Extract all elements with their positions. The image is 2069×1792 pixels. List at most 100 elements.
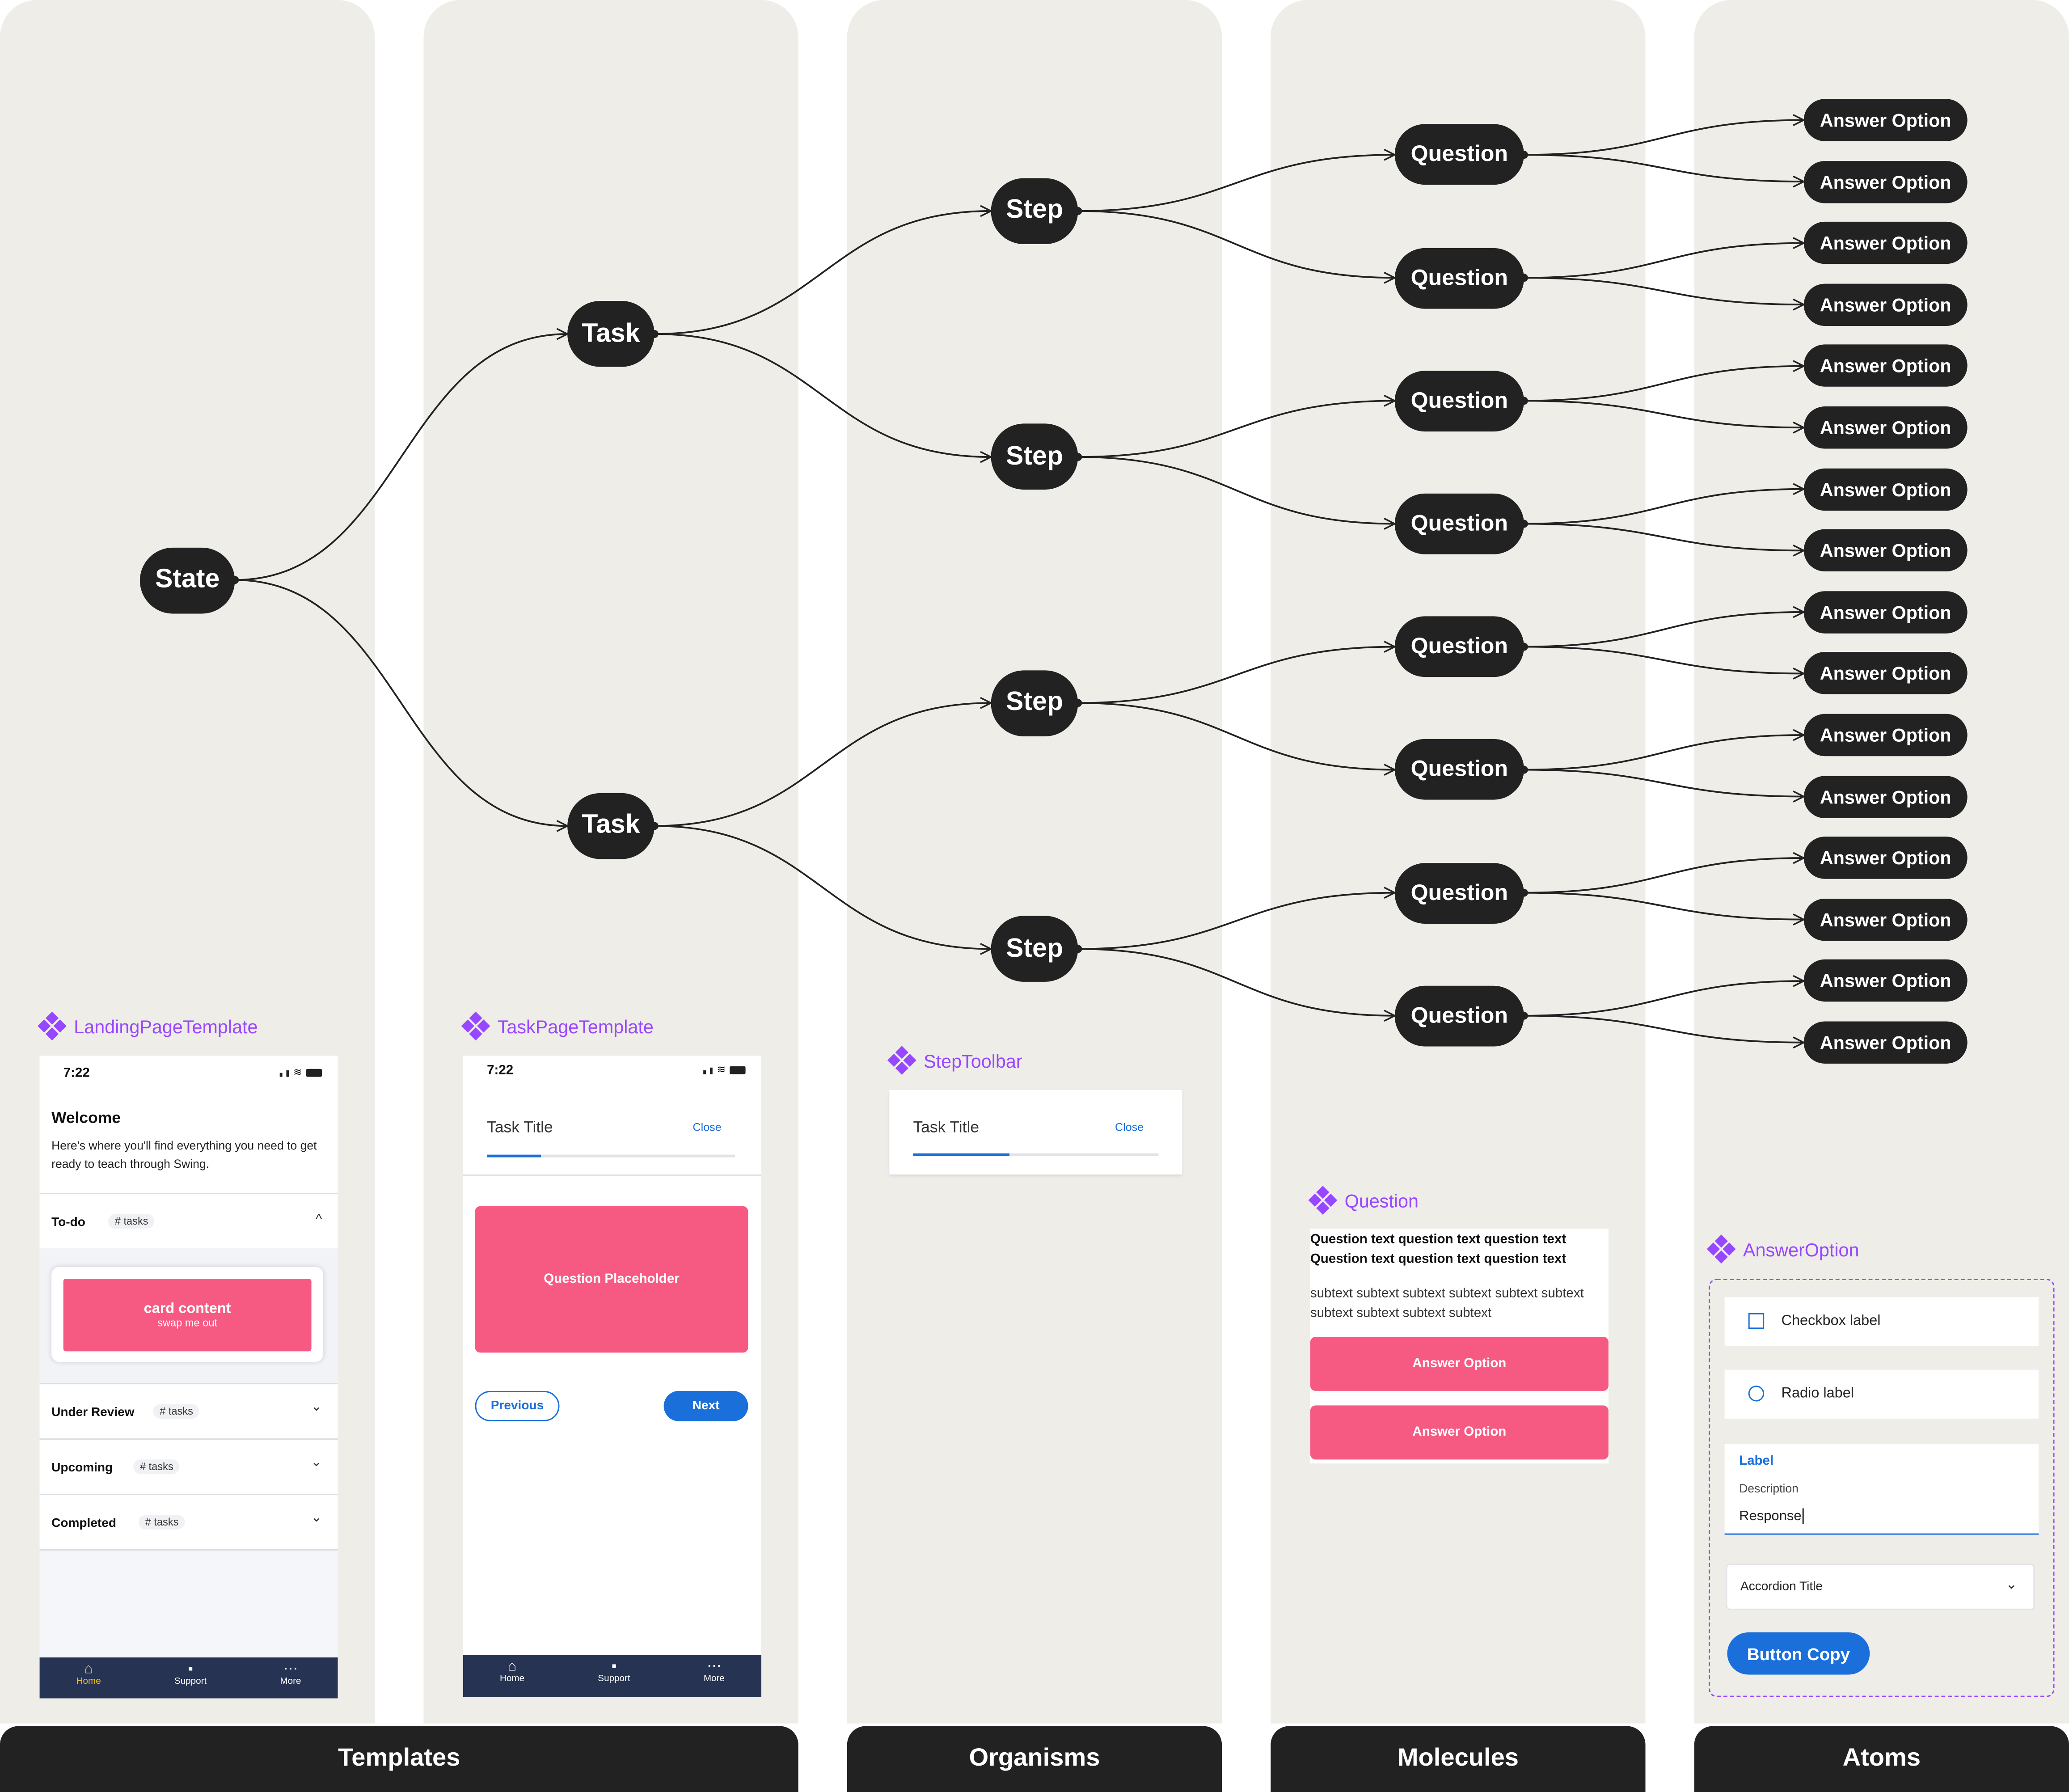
step-node: Step: [991, 670, 1078, 736]
section-todo[interactable]: To-do # tasks ^: [39, 1193, 338, 1250]
card: card content swap me out: [51, 1267, 324, 1362]
chevron-down-icon[interactable]: ⌄: [311, 1511, 322, 1526]
chevron-down-icon[interactable]: ⌄: [2005, 1577, 2018, 1593]
answer-option-node: Answer Option: [1803, 775, 1968, 818]
edge-question-answer: [1524, 981, 1804, 1017]
divider: [463, 1174, 762, 1176]
text-field[interactable]: Label Description Response: [1724, 1443, 2039, 1535]
nav-home[interactable]: ⌂ Home: [76, 1657, 101, 1698]
answeroption-component-title: AnswerOption: [1706, 1234, 1859, 1264]
edge-step-question: [1078, 948, 1394, 1015]
radio-icon[interactable]: [1748, 1386, 1765, 1402]
step-node: Step: [991, 424, 1078, 490]
question-subtext: subtext subtext subtext subtext subtext …: [1310, 1286, 1584, 1321]
progress-bar: [487, 1154, 735, 1158]
close-link[interactable]: Close: [692, 1120, 722, 1134]
status-icons: ≋: [280, 1067, 322, 1078]
close-link[interactable]: Close: [1115, 1120, 1144, 1134]
templates-label: Templates: [0, 1726, 798, 1792]
answer-option-node: Answer Option: [1803, 591, 1968, 634]
edge-question-answer: [1524, 489, 1804, 525]
checkbox-option[interactable]: Checkbox label: [1724, 1297, 2039, 1346]
nav-label: More: [280, 1677, 301, 1687]
steptoolbar-component-name: StepToolbar: [924, 1050, 1022, 1072]
empty-area: [39, 1549, 338, 1659]
question-node: Question: [1394, 862, 1524, 923]
chevron-down-icon[interactable]: ⌄: [311, 1455, 322, 1470]
answer-option-node: Answer Option: [1803, 222, 1968, 264]
home-icon: ⌂: [507, 1659, 517, 1675]
section-under-review[interactable]: Under Review # tasks ⌄: [39, 1383, 338, 1440]
section-upcoming[interactable]: Upcoming # tasks ⌄: [39, 1438, 338, 1495]
edge-question-answer: [1524, 120, 1804, 156]
section-completed[interactable]: Completed # tasks ⌄: [39, 1494, 338, 1551]
question-node: Question: [1394, 493, 1524, 554]
nav-support[interactable]: ▪ Support: [598, 1655, 630, 1697]
checkbox-icon[interactable]: [1748, 1313, 1765, 1329]
nav-label: Home: [76, 1677, 101, 1687]
edge-task-step: [654, 211, 991, 335]
more-icon: ⋯: [707, 1659, 722, 1675]
chevron-up-icon[interactable]: ^: [316, 1213, 322, 1227]
edge-question-answer: [1524, 243, 1804, 279]
next-button[interactable]: Next: [663, 1390, 748, 1421]
status-time: 7:22: [487, 1063, 514, 1078]
card-title: card content: [144, 1301, 231, 1317]
nav-more[interactable]: ⋯ More: [704, 1655, 725, 1697]
previous-button[interactable]: Previous: [475, 1390, 560, 1421]
edge-question-answer: [1524, 154, 1804, 182]
status-time: 7:22: [63, 1066, 90, 1081]
component-icon: [461, 1011, 490, 1041]
radio-label: Radio label: [1781, 1386, 1854, 1402]
nav-label: More: [703, 1674, 725, 1684]
landing-component-title: LandingPageTemplate: [38, 1011, 258, 1041]
edge-task-step: [654, 703, 991, 827]
question-component-title: Question: [1308, 1186, 1419, 1215]
primary-button[interactable]: Button Copy: [1727, 1632, 1870, 1675]
nav-home[interactable]: ⌂ Home: [500, 1655, 524, 1697]
answer-option-node: Answer Option: [1803, 714, 1968, 757]
progress-bar: [913, 1153, 1159, 1156]
answeroption-component-name: AnswerOption: [1743, 1239, 1859, 1260]
edge-step-question: [1078, 647, 1394, 704]
bottom-nav: ⌂ Home ▪ Support ⋯ More: [39, 1657, 338, 1699]
answer-option-node: Answer Option: [1803, 468, 1968, 511]
step-toolbar-title: Task Title: [913, 1117, 980, 1137]
edge-state-task: [235, 334, 567, 581]
edge-task-step: [654, 333, 991, 457]
accordion[interactable]: Accordion Title ⌄: [1726, 1564, 2035, 1610]
field-response[interactable]: Response: [1739, 1508, 1804, 1524]
question-node: Question: [1394, 616, 1524, 677]
answer-option-node: Answer Option: [1803, 652, 1968, 695]
chevron-down-icon[interactable]: ⌄: [311, 1400, 322, 1415]
component-icon: [1706, 1234, 1736, 1264]
edge-question-answer: [1524, 735, 1804, 771]
question-component-name: Question: [1344, 1190, 1419, 1212]
answer-option-node: Answer Option: [1803, 959, 1968, 1002]
answer-option-node: Answer Option: [1803, 283, 1968, 326]
edge-step-question: [1078, 456, 1394, 524]
edge-question-answer: [1524, 523, 1804, 550]
answer-option-node: Answer Option: [1803, 837, 1968, 879]
task-node: Task: [567, 301, 654, 367]
edge-question-answer: [1524, 769, 1804, 797]
organisms-column: [847, 0, 1222, 1724]
radio-option[interactable]: Radio label: [1724, 1369, 2039, 1419]
answer-option-button[interactable]: Answer Option: [1310, 1405, 1609, 1460]
taskpage-component-title: TaskPageTemplate: [461, 1011, 654, 1041]
nav-support[interactable]: ▪ Support: [174, 1657, 207, 1698]
tasks-tag: # tasks: [153, 1404, 200, 1419]
question-text: Question text question text question tex…: [1310, 1232, 1567, 1267]
edge-step-question: [1078, 401, 1394, 458]
edge-question-answer: [1524, 646, 1804, 674]
section-title: Completed: [51, 1516, 117, 1531]
answer-option-button[interactable]: Answer Option: [1310, 1336, 1609, 1391]
chat-icon: ▪: [188, 1661, 193, 1678]
welcome-heading: Welcome: [51, 1108, 121, 1127]
component-icon: [1308, 1186, 1338, 1215]
nav-more[interactable]: ⋯ More: [280, 1657, 301, 1698]
question-node: Question: [1394, 247, 1524, 309]
accordion-title: Accordion Title: [1740, 1579, 1823, 1594]
task-node: Task: [567, 793, 654, 859]
taskpage-phone: 7:22 ≋ Task Title Close Question Placeho…: [463, 1056, 762, 1697]
